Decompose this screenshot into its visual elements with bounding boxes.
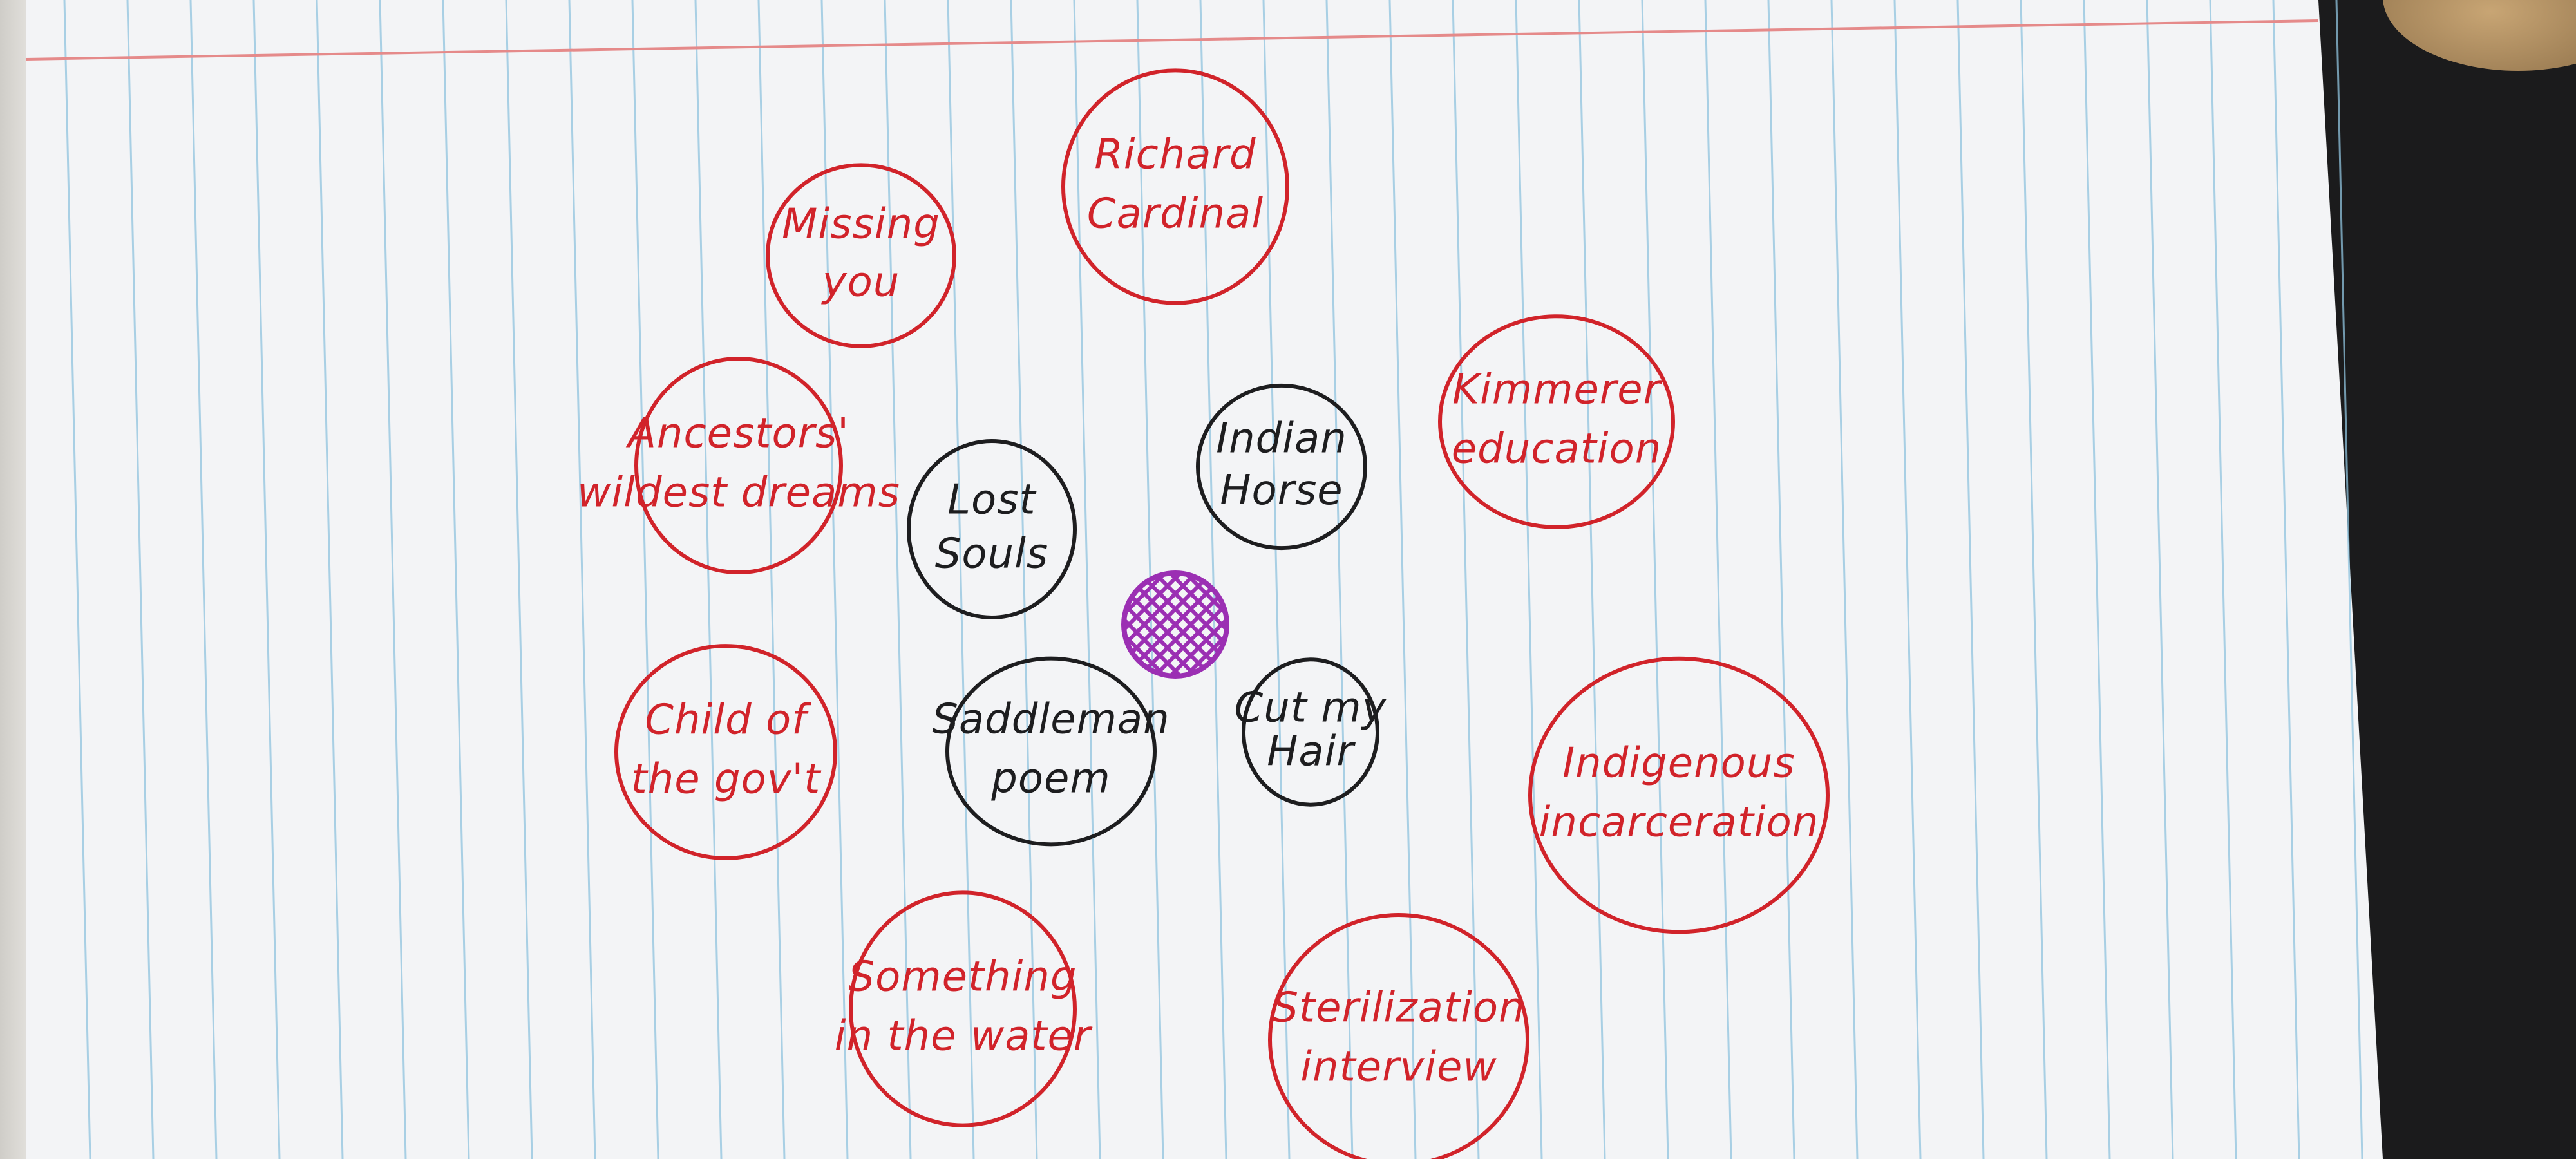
ruled-line xyxy=(884,0,912,1159)
bubble-label-line: poem xyxy=(990,755,1111,803)
bubble-label-line: Horse xyxy=(1220,467,1343,514)
ruled-line xyxy=(1956,0,1985,1159)
bubble-ancestors-wildest-dreams: Ancestors' wildest dreams xyxy=(577,356,900,575)
ruled-line xyxy=(568,0,596,1159)
bubble-label-line: Child of xyxy=(645,697,811,744)
center-node xyxy=(1121,570,1229,679)
ruled-line xyxy=(2020,0,2048,1159)
ruled-line xyxy=(63,0,91,1159)
bubble-label-line: Ancestors' xyxy=(625,410,849,458)
ruled-line xyxy=(189,0,218,1159)
ruled-line xyxy=(1073,0,1101,1159)
bubble-label-line: Missing xyxy=(782,201,940,249)
bubble-kimmerer-education: Kimmerer education xyxy=(1438,314,1675,529)
ruled-line xyxy=(1893,0,1922,1159)
ruled-line xyxy=(1578,0,1606,1159)
ruled-line xyxy=(1262,0,1291,1159)
ruled-line xyxy=(252,0,281,1159)
ruled-line xyxy=(631,0,659,1159)
ruled-line xyxy=(2335,0,2363,1159)
bubble-outline xyxy=(1061,68,1289,305)
bubble-label-line: interview xyxy=(1300,1044,1497,1091)
ruled-line xyxy=(1388,0,1417,1159)
bubble-label-line: Indigenous xyxy=(1562,740,1795,787)
ruled-line xyxy=(1199,0,1227,1159)
ruled-line xyxy=(1010,0,1038,1159)
ruled-line xyxy=(1830,0,1859,1159)
ruled-line xyxy=(316,0,344,1159)
bubble-label-line: the gov't xyxy=(631,756,822,804)
bubble-outline xyxy=(1528,656,1830,934)
ruled-line xyxy=(2272,0,2300,1159)
ruled-line xyxy=(2083,0,2111,1159)
ruled-line xyxy=(1515,0,1543,1159)
bubble-indigenous-incarceration: Indigenous incarceration xyxy=(1528,656,1830,934)
bubble-label-line: Saddleman xyxy=(932,696,1170,744)
bubble-something-in-the-water: Something in the water xyxy=(835,890,1093,1127)
bubble-outline xyxy=(1242,657,1379,807)
bubble-label-line: Lost xyxy=(947,476,1037,524)
bubble-label-line: Cardinal xyxy=(1087,191,1264,238)
bubble-outline xyxy=(614,644,837,860)
bubble-label-line: Something xyxy=(848,954,1077,1001)
outer-ring: RichardCardinalMissingyouKimmerereducati… xyxy=(577,68,1830,1159)
ruled-line xyxy=(379,0,407,1159)
bubble-outline xyxy=(849,890,1077,1127)
bubble-label-line: you xyxy=(821,259,900,306)
bubble-label-line: Cut my xyxy=(1235,684,1387,731)
bubble-label-line: Kimmerer xyxy=(1452,366,1663,414)
ruled-line xyxy=(505,0,533,1159)
bubble-outline xyxy=(1438,314,1675,529)
bubble-label-line: Souls xyxy=(935,530,1048,578)
bubble-outline xyxy=(945,656,1157,847)
ruled-line xyxy=(757,0,786,1159)
bubble-label-line: Richard xyxy=(1094,131,1256,179)
bubble-label-line: Hair xyxy=(1267,728,1356,776)
bubble-outline xyxy=(634,356,843,575)
ruled-line xyxy=(1452,0,1480,1159)
ruled-line xyxy=(442,0,470,1159)
bubble-outline xyxy=(1196,383,1367,551)
bubble-label-line: incarceration xyxy=(1539,799,1819,847)
bubble-missing-you: Missing you xyxy=(766,163,956,348)
ruled-line xyxy=(947,0,975,1159)
bubble-child-of-the-govt: Child of the gov't xyxy=(614,644,837,860)
ruled-line xyxy=(2209,0,2237,1159)
bubble-label-line: in the water xyxy=(835,1013,1093,1060)
bubble-outline xyxy=(907,439,1077,619)
ruled-line xyxy=(694,0,723,1159)
bubble-outline xyxy=(1268,913,1530,1159)
bubble-label-line: Indian xyxy=(1216,415,1347,462)
bubble-outline xyxy=(766,163,956,348)
ruled-line xyxy=(126,0,155,1159)
bubble-label-line: Sterilization xyxy=(1272,985,1525,1032)
bubble-sterilization-interview: Sterilization interview xyxy=(1268,913,1530,1159)
center-circle xyxy=(1121,570,1229,679)
ruled-line xyxy=(820,0,849,1159)
center-hatching xyxy=(1124,573,1227,676)
ruled-line xyxy=(1325,0,1354,1159)
ruled-line xyxy=(1704,0,1732,1159)
ruled-line xyxy=(1767,0,1795,1159)
margin-line xyxy=(25,19,2319,61)
ruled-line xyxy=(2146,0,2174,1159)
bubble-label-line: wildest dreams xyxy=(577,469,900,517)
ruled-line xyxy=(1641,0,1669,1159)
bubble-saddleman-poem: Saddleman poem xyxy=(932,656,1170,847)
bubble-label-line: education xyxy=(1452,426,1662,473)
